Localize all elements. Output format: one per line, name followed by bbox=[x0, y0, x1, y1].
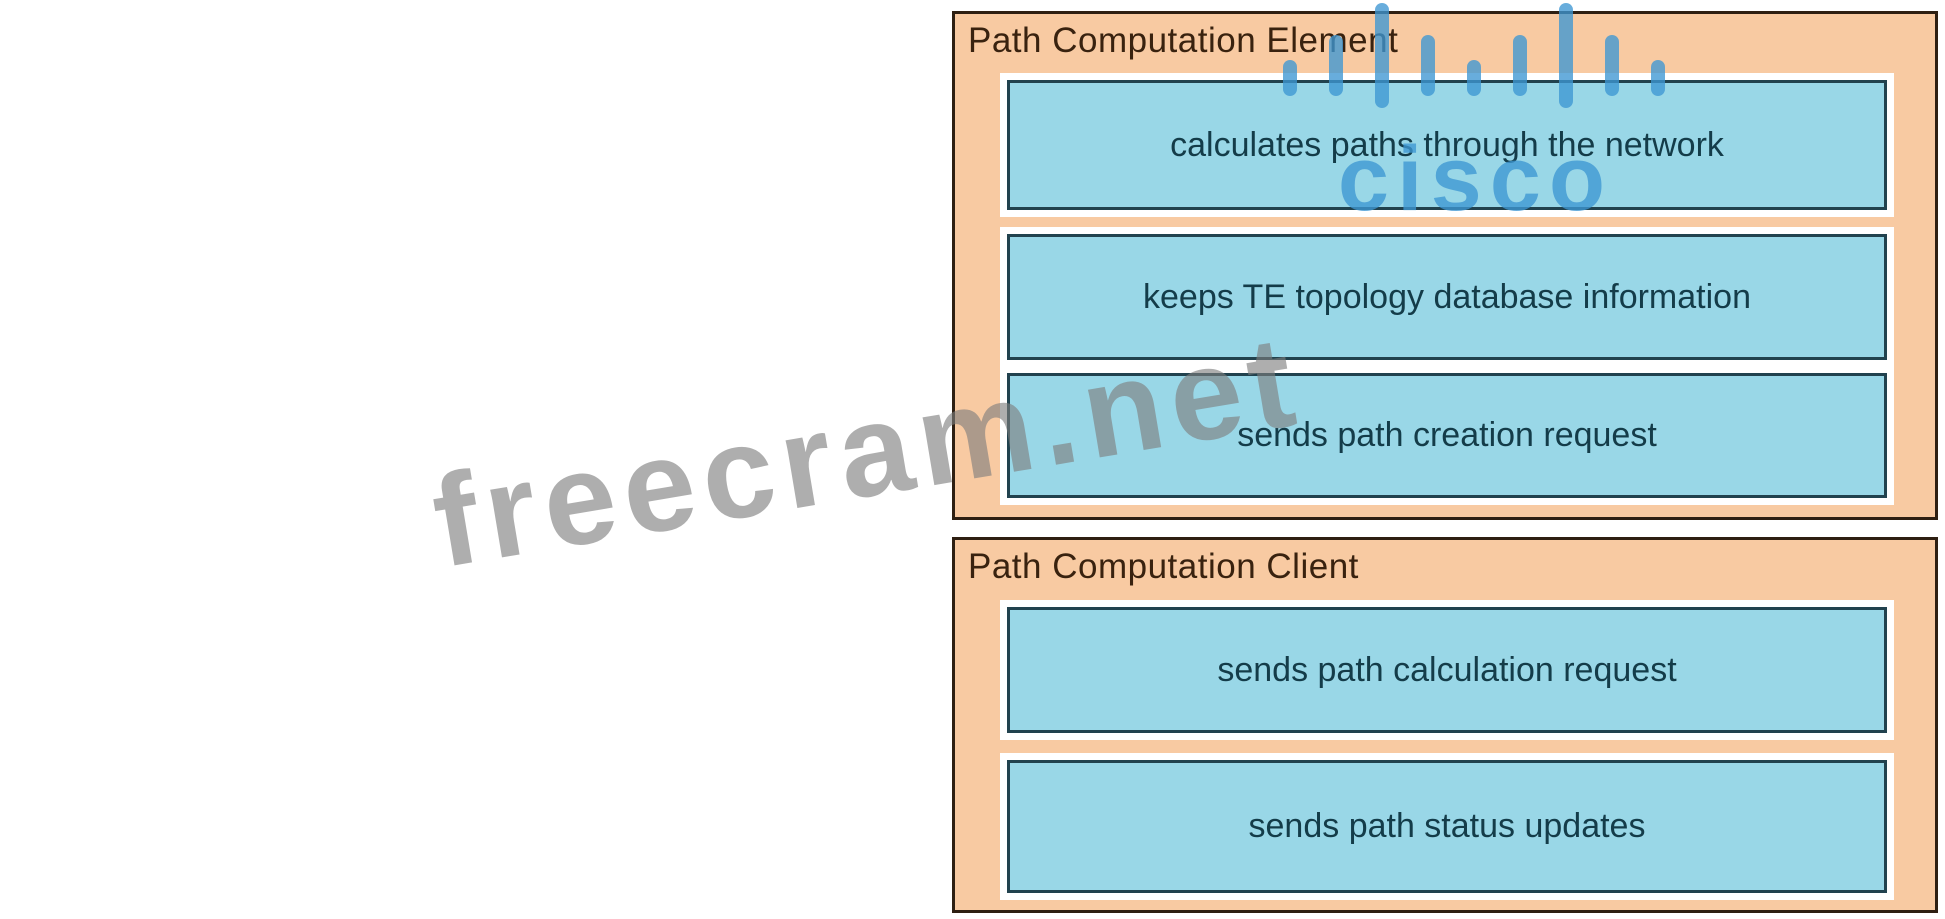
drag-token-calculates-paths[interactable]: calculates paths through the network bbox=[1007, 80, 1887, 210]
drop-slot-pcc-1: sends path calculation request bbox=[1000, 600, 1894, 740]
drag-token-sends-path-calculation[interactable]: sends path calculation request bbox=[1007, 607, 1887, 733]
panel-path-computation-element: Path Computation Element calculates path… bbox=[952, 11, 1938, 520]
drop-slot-pce-1: calculates paths through the network bbox=[1000, 73, 1894, 217]
drag-token-sends-path-creation[interactable]: sends path creation request bbox=[1007, 373, 1887, 498]
panel-title-path-computation-client: Path Computation Client bbox=[968, 547, 1359, 586]
panel-path-computation-client: Path Computation Client sends path calcu… bbox=[952, 537, 1938, 913]
drag-token-sends-path-status[interactable]: sends path status updates bbox=[1007, 760, 1887, 893]
panel-title-path-computation-element: Path Computation Element bbox=[968, 21, 1399, 60]
drag-token-keeps-te-topology[interactable]: keeps TE topology database information bbox=[1007, 234, 1887, 360]
drop-slot-pcc-2: sends path status updates bbox=[1000, 753, 1894, 900]
drop-slot-pce-2: keeps TE topology database information s… bbox=[1000, 227, 1894, 505]
